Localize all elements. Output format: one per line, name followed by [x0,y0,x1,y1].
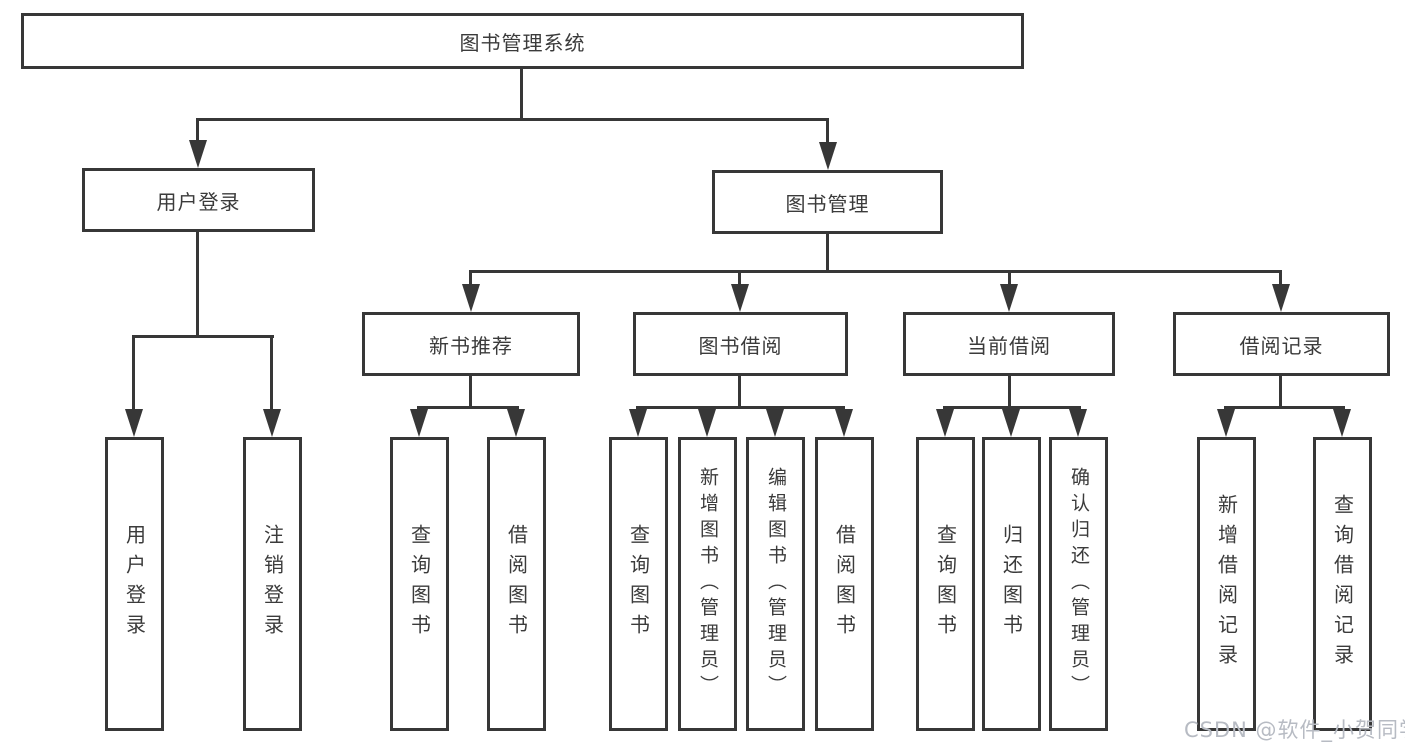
node-user-login-label: 用户登录 [156,189,241,214]
leaf-cb-query-books: 查询图书 [916,437,975,731]
node-book-borrow-label: 图书借阅 [698,333,783,358]
node-user-login: 用户登录 [82,168,315,232]
connector-stem-current-borrow [1008,270,1011,288]
arrow-to-bb-edit-books [766,409,784,437]
arrow-to-bb-add-books [698,409,716,437]
leaf-br-add-record: 新增借阅记录 [1197,437,1256,731]
connector-stem-borrow-records [1279,270,1282,288]
connector-stem-leaf-user-login [132,335,135,411]
csdn-watermark: CSDN @软件_小贺同学 [1184,718,1405,742]
arrow-to-leaf-user-login [125,409,143,437]
node-book-borrow: 图书借阅 [633,312,848,376]
leaf-bb-edit-books-admin: 编辑图书（管理员） [746,437,805,731]
arrow-to-bb-borrow-books [835,409,853,437]
connector-user-login-stem [196,232,199,338]
leaf-bb-add-books-admin-label: 新增图书（管理员） [697,467,719,701]
arrow-to-borrow-records [1272,284,1290,312]
arrow-to-user-login [189,140,207,168]
arrow-to-br-query-record [1333,409,1351,437]
leaf-bb-add-books-admin: 新增图书（管理员） [678,437,737,731]
arrow-to-nb-borrow-books [507,409,525,437]
leaf-bb-query-books-label: 查询图书 [626,524,651,644]
arrow-to-br-add-record [1217,409,1235,437]
node-current-borrow-label: 当前借阅 [967,333,1051,358]
connector-stem-leaf-logout [270,335,273,411]
arrow-to-current-borrow [1000,284,1018,312]
connector-stem-book-borrow [738,270,741,288]
connector-book-mgmt-stem [826,234,829,272]
leaf-nb-borrow-books: 借阅图书 [487,437,546,731]
connector-new-book-rec-split [417,406,519,409]
node-borrow-records-label: 借阅记录 [1239,333,1324,358]
leaf-cb-return-books: 归还图书 [982,437,1041,731]
leaf-nb-query-books-label: 查询图书 [407,524,432,644]
connector-stem-book-mgmt [826,118,829,146]
leaf-cb-query-books-label: 查询图书 [933,524,958,644]
arrow-to-cb-return-books [1002,409,1020,437]
arrow-to-new-book-rec [462,284,480,312]
connector-current-borrow-stem [1008,376,1011,408]
node-new-book-rec-label: 新书推荐 [429,333,513,358]
node-borrow-records: 借阅记录 [1173,312,1390,376]
node-new-book-rec: 新书推荐 [362,312,580,376]
connector-book-mgmt-split [469,270,1282,273]
arrow-to-book-borrow [731,284,749,312]
leaf-nb-borrow-books-label: 借阅图书 [504,524,529,644]
leaf-logout: 注销登录 [243,437,302,731]
connector-stem-new-book-rec [469,270,472,288]
node-root-label: 图书管理系统 [459,30,586,55]
connector-borrow-records-stem [1279,376,1282,408]
connector-user-login-split [132,335,274,338]
arrow-to-bb-query-books [629,409,647,437]
arrow-to-book-mgmt [819,142,837,170]
connector-root-stem [520,67,523,120]
leaf-bb-borrow-books-label: 借阅图书 [832,524,857,644]
leaf-br-query-record-label: 查询借阅记录 [1330,494,1355,674]
connector-borrow-records-split [1224,406,1345,409]
leaf-nb-query-books: 查询图书 [390,437,449,731]
connector-book-borrow-split [636,406,845,409]
connector-current-borrow-split [943,406,1081,409]
connector-root-split [196,118,829,121]
leaf-bb-borrow-books: 借阅图书 [815,437,874,731]
node-current-borrow: 当前借阅 [903,312,1115,376]
leaf-bb-edit-books-admin-label: 编辑图书（管理员） [765,467,787,701]
arrow-to-leaf-logout [263,409,281,437]
leaf-user-login: 用户登录 [105,437,164,731]
node-book-mgmt: 图书管理 [712,170,943,234]
leaf-cb-confirm-return-admin-label: 确认归还（管理员） [1068,467,1090,701]
leaf-cb-return-books-label: 归还图书 [999,524,1024,644]
connector-book-borrow-stem [738,376,741,408]
connector-new-book-rec-stem [469,376,472,408]
arrow-to-nb-query-books [410,409,428,437]
arrow-to-cb-query-books [936,409,954,437]
node-book-mgmt-label: 图书管理 [785,191,870,216]
leaf-br-add-record-label: 新增借阅记录 [1214,494,1239,674]
leaf-user-login-label: 用户登录 [122,524,147,644]
leaf-logout-label: 注销登录 [260,524,285,644]
node-root: 图书管理系统 [21,13,1024,69]
leaf-bb-query-books: 查询图书 [609,437,668,731]
arrow-to-cb-confirm-return [1069,409,1087,437]
connector-stem-user-login [196,118,199,144]
leaf-cb-confirm-return-admin: 确认归还（管理员） [1049,437,1108,731]
leaf-br-query-record: 查询借阅记录 [1313,437,1372,731]
